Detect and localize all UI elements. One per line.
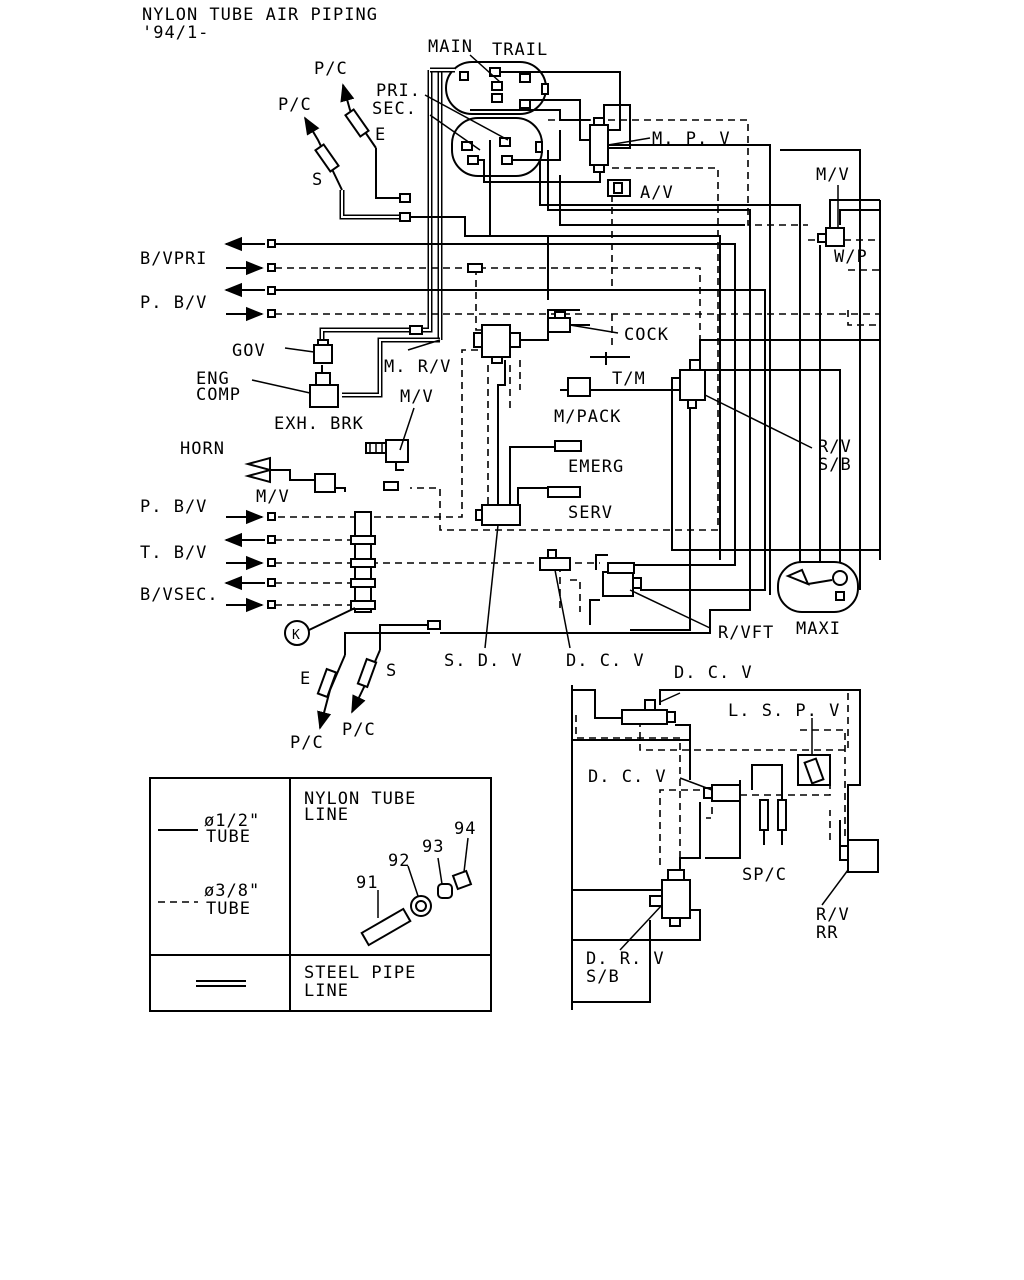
- label-pc-1: P/C: [314, 59, 348, 79]
- legend-three-eighth-size: ø3/8": [204, 881, 260, 901]
- label-sdv: S. D. V: [444, 651, 523, 671]
- label-dcv-bottom: D. C. V: [566, 651, 645, 671]
- label-drv-2: S/B: [586, 967, 620, 987]
- spc-coupler-1: [759, 799, 769, 831]
- label-dcv-r1: D. C. V: [674, 663, 753, 683]
- drv-sb-valve: [661, 879, 691, 919]
- legend-half-tube: TUBE: [206, 827, 251, 847]
- leader-lines: [251, 54, 839, 649]
- mv-wp-valve: [817, 227, 845, 247]
- part-93-sleeve: [437, 883, 453, 899]
- label-mpack: M/PACK: [554, 407, 621, 427]
- label-bvsec: B/VSEC.: [140, 585, 219, 605]
- legend-part-93: 93: [422, 837, 444, 857]
- diagram-title: NYLON TUBE AIR PIPING: [142, 5, 378, 25]
- label-pc-4: P/C: [342, 720, 376, 740]
- label-rv-rr-1: R/V: [816, 905, 850, 925]
- part-91-tube: [360, 907, 412, 947]
- label-mrv: M. R/V: [384, 357, 451, 377]
- label-tm: T/M: [612, 369, 646, 389]
- rv-rr-valve: [847, 839, 879, 873]
- label-mv-mid: M/V: [400, 387, 434, 407]
- label-pc-3: P/C: [290, 733, 324, 753]
- label-mv-horn: M/V: [256, 487, 290, 507]
- dcv-r1-valve: [621, 709, 668, 725]
- steel-pipes: [319, 67, 455, 398]
- sdv-valve: [475, 504, 521, 526]
- label-spc: SP/C: [742, 865, 787, 885]
- label-rv-sb-1: R/V: [818, 437, 852, 457]
- label-pbv-mid: P. B/V: [140, 497, 207, 517]
- label-rv-sb-2: S/B: [818, 455, 852, 475]
- label-s-bot: S: [386, 661, 397, 681]
- label-e-bot: E: [300, 669, 311, 689]
- air-tanks: [445, 61, 549, 177]
- legend-three-eighth-tube: TUBE: [206, 899, 251, 919]
- legend-nylon-2: LINE: [304, 805, 349, 825]
- label-tbv: T. B/V: [140, 543, 207, 563]
- label-gov: GOV: [232, 341, 266, 361]
- label-pbv-top: P. B/V: [140, 293, 207, 313]
- label-serv: SERV: [568, 503, 613, 523]
- dcv-valve: [539, 549, 571, 571]
- component-labels: MAIN TRAIL PRI. SEC. P/C P/C E S M. P. V…: [140, 37, 868, 987]
- label-bvpri: B/VPRI: [140, 249, 207, 269]
- av-valve: [607, 179, 631, 197]
- label-lspv: L. S. P. V: [728, 701, 840, 721]
- spc-coupler-2: [777, 799, 787, 831]
- label-horn: HORN: [180, 439, 225, 459]
- legend-steel-1: STEEL PIPE: [304, 963, 416, 983]
- label-av: A/V: [640, 183, 674, 203]
- couplers: [547, 440, 582, 498]
- label-pc-2: P/C: [278, 95, 312, 115]
- label-cock: COCK: [624, 325, 669, 345]
- label-maxi: MAXI: [796, 619, 841, 639]
- legend-nylon-1: NYLON TUBE: [304, 789, 416, 809]
- cock-valve: [547, 311, 590, 333]
- legend-part-92: 92: [388, 851, 410, 871]
- mv-middle-valve: [365, 439, 409, 463]
- label-trail: TRAIL: [492, 40, 548, 60]
- label-sec: SEC.: [372, 99, 417, 119]
- legend-steel-2: LINE: [304, 981, 349, 1001]
- label-emerg: EMERG: [568, 457, 624, 477]
- label-exh-brk: EXH. BRK: [274, 414, 364, 434]
- legend-part-94: 94: [454, 819, 476, 839]
- mrv-valve: [473, 324, 521, 364]
- label-e-top: E: [375, 125, 386, 145]
- mpv-valve: [589, 117, 609, 173]
- rear-axle-detail: [571, 685, 879, 1010]
- label-mpv: M. P. V: [652, 129, 731, 149]
- legend-part-91: 91: [356, 873, 378, 893]
- rv-sb-valve: [671, 359, 706, 409]
- tm-box: [567, 377, 591, 397]
- label-mv-top: M/V: [816, 165, 850, 185]
- label-k: K: [292, 628, 301, 643]
- legend: [149, 777, 492, 1012]
- legend-labels: NYLON TUBE LINE ø1/2" TUBE ø3/8" TUBE ST…: [204, 789, 476, 1001]
- half-inch-tube-lines: [270, 71, 881, 655]
- label-rvft: R/VFT: [718, 623, 774, 643]
- dcv-r2-valve: [711, 784, 741, 802]
- label-s-top: S: [312, 170, 323, 190]
- part-94-insert: [451, 869, 473, 891]
- label-wp: W/P: [834, 247, 868, 267]
- label-eng: ENG: [196, 369, 230, 389]
- label-main: MAIN: [428, 37, 473, 57]
- diagram-subtitle: '94/1-: [142, 23, 209, 43]
- label-pri: PRI.: [376, 81, 421, 101]
- governor: [313, 339, 333, 364]
- label-comp: COMP: [196, 385, 241, 405]
- hose-arrows: [224, 83, 483, 730]
- label-rv-rr-2: RR: [816, 923, 838, 943]
- rvft-valve: [602, 562, 642, 597]
- label-dcv-r2: D. C. V: [588, 767, 667, 787]
- label-drv-1: D. R. V: [586, 949, 665, 969]
- horn: [244, 456, 336, 493]
- legend-half-size: ø1/2": [204, 811, 260, 831]
- engine-compressor: [309, 372, 339, 408]
- maxi-brake: [777, 561, 859, 613]
- manifold-k: [284, 511, 376, 646]
